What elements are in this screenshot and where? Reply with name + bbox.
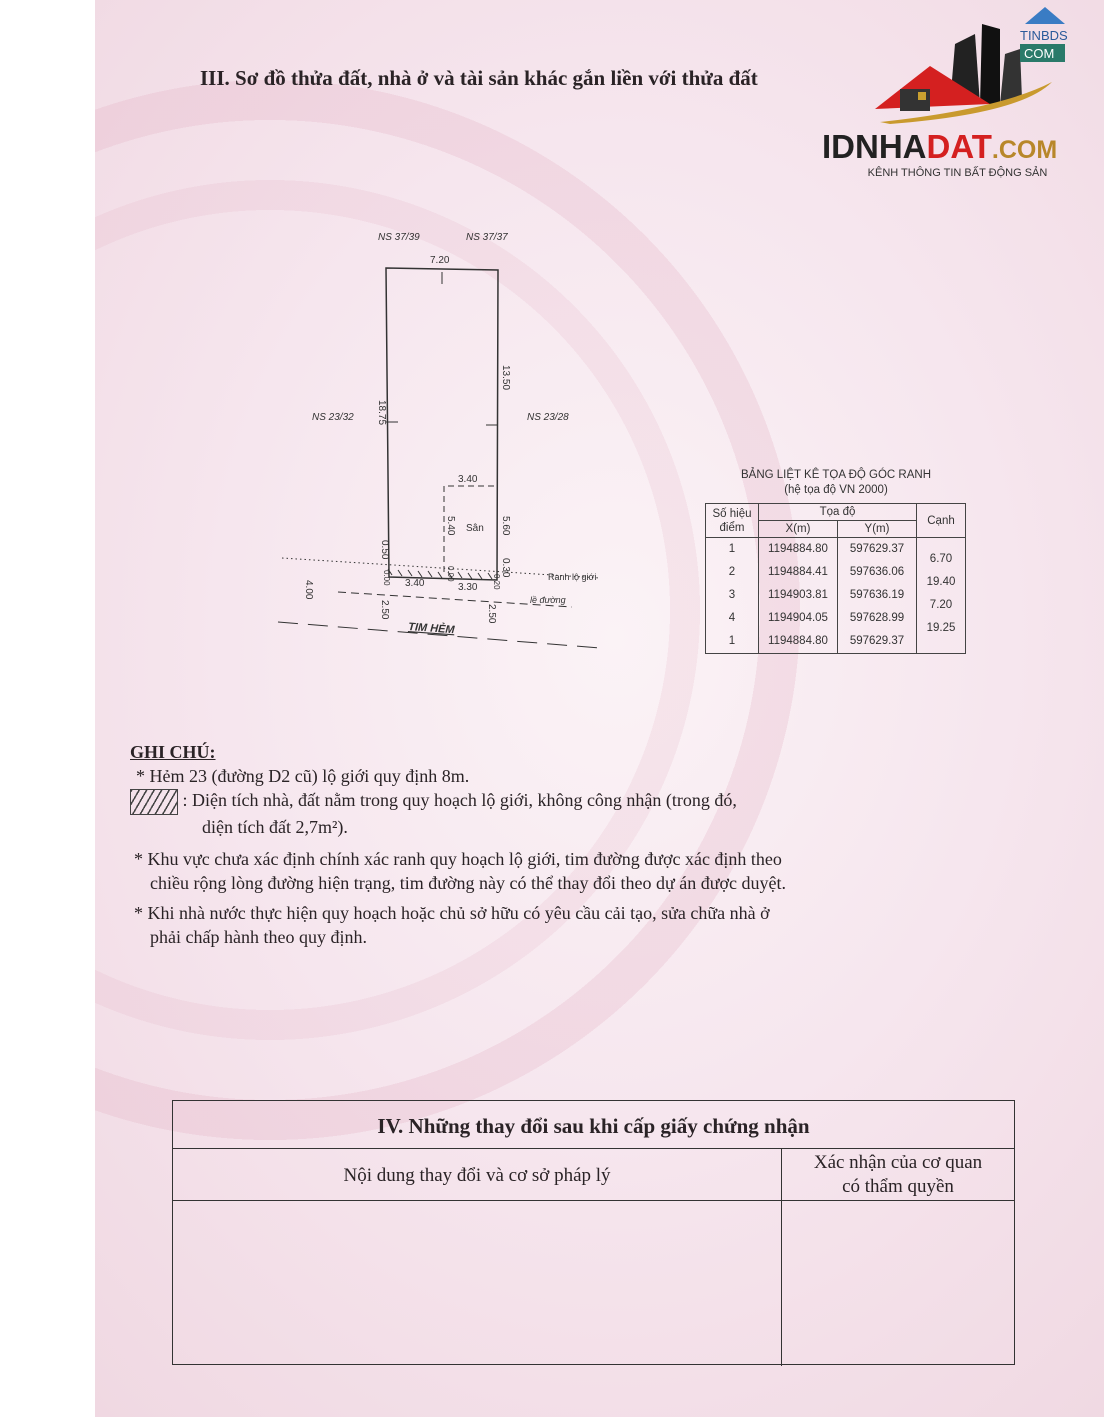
note-3-cont: chiều rộng lòng đường hiện trạng, tim đư…: [150, 872, 786, 893]
note-2: : Diện tích nhà, đất nằm trong quy hoạch…: [182, 790, 737, 810]
logo-brand: IDNHADAT.COM: [822, 128, 1058, 165]
changes-content-cell: [173, 1201, 782, 1366]
dim-label: 3.40: [458, 474, 478, 485]
scan-margin-right: [1104, 0, 1118, 1417]
watermark-seal: [0, 80, 800, 1140]
coord-table-title: BẢNG LIỆT KÊ TỌA ĐỘ GÓC RANH: [740, 469, 931, 481]
column-header-confirmation: Xác nhận của cơ quan có thẩm quyền: [782, 1149, 1014, 1200]
header-x: X(m): [758, 520, 838, 538]
tim-hem-line: [277, 621, 601, 649]
edge-length: 7.20: [929, 599, 953, 611]
neighbor-label: NS 37/39: [378, 232, 420, 243]
header-y: Y(m): [837, 520, 917, 538]
row-x: 1194884.80: [768, 635, 828, 647]
row-y: 597636.19: [849, 589, 905, 601]
row-x: 1194884.41: [768, 566, 828, 578]
row-y: 597629.37: [849, 543, 905, 555]
svg-text:COM: COM: [1024, 46, 1054, 61]
le-duong-line: [337, 591, 573, 608]
boundary-arrows: [386, 272, 498, 426]
row-point: 4: [728, 612, 736, 624]
dim-label: 13.50: [500, 365, 511, 390]
dim-label: 0.00: [382, 570, 391, 586]
dim-label: 0.30: [500, 558, 511, 578]
row-x: 1194884.80: [768, 543, 828, 555]
tim-hem-label: TIM HẺM: [408, 620, 456, 636]
edge-column: 6.70 19.40 7.20 19.25: [916, 537, 966, 654]
row-y: 597636.06: [849, 566, 905, 578]
section4-title: IV. Những thay đổi sau khi cấp giấy chứn…: [173, 1101, 1014, 1149]
land-plot-diagram: NS 37/39 NS 37/37 NS 23/32 NS 23/28 7.20…: [277, 232, 601, 649]
dim-label: 0.50: [379, 540, 390, 560]
row-point: 2: [728, 566, 736, 578]
dim-label: 4.00: [303, 580, 314, 600]
note-1: * Hẻm 23 (đường D2 cũ) lộ giới quy định …: [136, 766, 470, 786]
hatch-legend-icon: [130, 788, 178, 815]
dim-label: 0.00: [446, 566, 455, 582]
dim-label: 18.75: [376, 400, 387, 425]
row-point: 1: [728, 635, 736, 647]
edge-length: 19.25: [926, 622, 956, 634]
row-y: 597629.37: [849, 635, 905, 647]
row-point: 1: [728, 543, 736, 555]
dim-label: 2.50: [486, 604, 497, 624]
x-column: 1194884.80 1194884.41 1194903.81 1194904.05…: [758, 537, 838, 654]
dim-label: 7.20: [430, 255, 450, 266]
note-4-cont: phải chấp hành theo quy định.: [150, 926, 367, 947]
neighbor-label: NS 37/37: [466, 232, 508, 243]
row-y: 597628.99: [849, 612, 905, 624]
column-header-confirmation-line2: có thẩm quyền: [842, 1176, 954, 1197]
header-coord: Tọa độ: [758, 503, 917, 521]
coordinate-table-block: BẢNG LIỆT KÊ TỌA ĐỘ GÓC RANH (hệ tọa độ …: [705, 468, 967, 654]
header-edge: Cạnh: [916, 503, 966, 538]
scan-margin-left: [0, 0, 95, 1417]
changes-table: IV. Những thay đổi sau khi cấp giấy chứn…: [172, 1100, 1015, 1366]
idnhadat-logo: TINBDS COM IDNHADAT.COM KÊNH THÔNG TIN B…: [820, 4, 1100, 184]
dim-label: 3.40: [405, 578, 425, 589]
svg-text:TINBDS: TINBDS: [1020, 28, 1068, 43]
notes-block: GHI CHÚ: * Hẻm 23 (đường D2 cũ) lộ giới …: [130, 740, 950, 949]
edge-length: 6.70: [929, 553, 953, 565]
plot-boundary: [385, 267, 499, 581]
notes-title: GHI CHÚ:: [130, 742, 216, 762]
dim-label: 5.60: [500, 516, 511, 536]
row-point: 3: [728, 589, 736, 601]
neighbor-label: NS 23/28: [527, 412, 569, 423]
le-duong-label: lề đường: [530, 595, 566, 605]
point-column: 1 2 3 4 1: [705, 537, 759, 654]
dim-label: 2.50: [379, 600, 390, 620]
confirmation-cell: [782, 1201, 1014, 1366]
yard-label: Sân: [466, 523, 484, 534]
row-x: 1194903.81: [768, 589, 828, 601]
neighbor-label: NS 23/32: [312, 412, 354, 423]
note-3: * Khu vực chưa xác định chính xác ranh q…: [134, 848, 782, 869]
note-2-cont: diện tích đất 2,7m²).: [202, 816, 348, 837]
logo-house-icon: TINBDS COM: [875, 7, 1068, 124]
dim-label: 0.20: [492, 574, 501, 590]
row-x: 1194904.05: [768, 612, 828, 624]
y-column: 597629.37 597636.06 597636.19 597628.99 5976…: [837, 537, 917, 654]
column-header-content: Nội dung thay đổi và cơ sở pháp lý: [173, 1149, 782, 1200]
hatched-strip: [387, 568, 493, 580]
header-point: Số hiệu điểm: [705, 503, 759, 538]
edge-length: 19.40: [926, 576, 956, 588]
coord-table-subtitle: (hệ tọa độ VN 2000): [784, 484, 888, 496]
ranh-lo-gioi-label: Ranh lộ giới: [548, 572, 596, 582]
dim-label: 3.30: [458, 582, 478, 593]
logo-tagline: KÊNH THÔNG TIN BẤT ĐỘNG SẢN: [867, 167, 1048, 179]
section3-title: III. Sơ đồ thửa đất, nhà ở và tài sản kh…: [200, 66, 758, 90]
ranh-lo-gioi-line: [281, 557, 601, 579]
dim-label: 5.40: [445, 516, 456, 536]
yard-outline: [443, 485, 497, 572]
column-header-confirmation-line1: Xác nhận của cơ quan: [813, 1152, 983, 1173]
note-4: * Khi nhà nước thực hiện quy hoạch hoặc …: [134, 902, 770, 923]
